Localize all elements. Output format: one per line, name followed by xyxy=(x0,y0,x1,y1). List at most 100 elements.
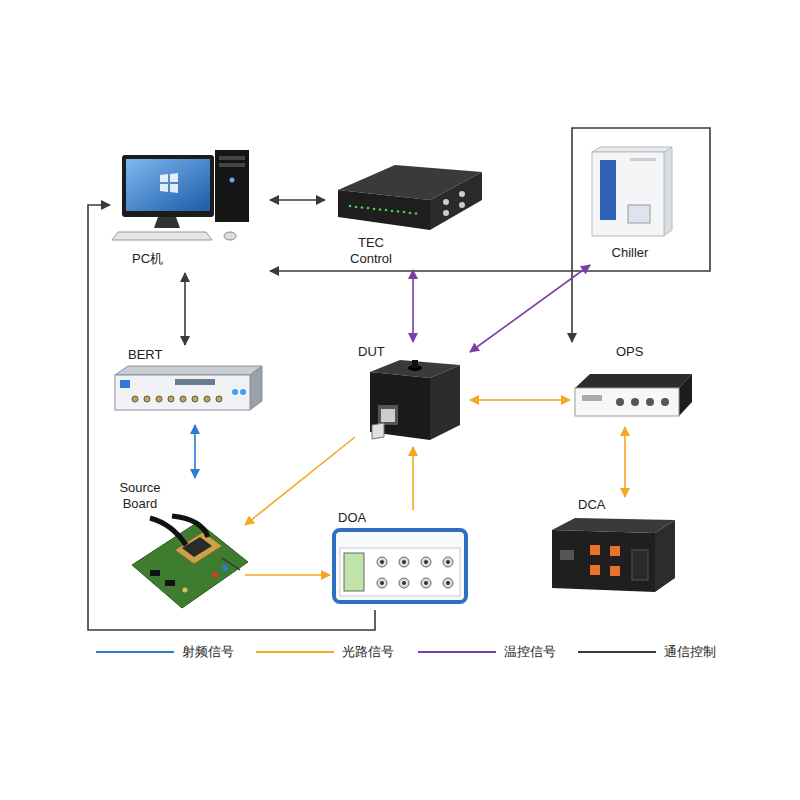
legend-swatch xyxy=(96,651,174,653)
bert-illustration-part-part xyxy=(204,396,210,402)
legend-text: 射频信号 xyxy=(182,644,234,660)
dca-illustration xyxy=(552,518,675,592)
bert-illustration-part-part xyxy=(216,396,222,402)
doa-illustration-part-part xyxy=(421,578,431,588)
device-node: DOA xyxy=(330,510,475,610)
pc-illustration xyxy=(112,150,249,240)
dca-illustration-part xyxy=(590,545,600,555)
doa-illustration-part-part xyxy=(443,557,453,567)
signal-connector xyxy=(412,447,414,510)
doa-illustration-part-part xyxy=(377,557,387,567)
signal-connector xyxy=(470,265,590,352)
device-node: OPS xyxy=(570,342,692,427)
pc-illustration-part xyxy=(219,156,245,160)
source-board-illustration-part xyxy=(182,537,212,557)
tec-illustration-part-part xyxy=(403,211,406,214)
signal-connector xyxy=(412,270,414,342)
signal-connector xyxy=(470,399,570,401)
bert-illustration-part xyxy=(240,389,246,395)
label-wrap: OPS xyxy=(616,344,643,360)
legend-swatch xyxy=(256,651,334,653)
doa-illustration-part-part xyxy=(446,581,450,585)
doa-illustration-part xyxy=(377,557,453,588)
chiller-illustration-part xyxy=(592,152,664,236)
tec-illustration-part xyxy=(349,205,418,215)
signal-connector xyxy=(194,425,196,478)
device-node: PC机 xyxy=(110,148,270,273)
legend-swatch xyxy=(578,651,656,653)
pc-illustration-part xyxy=(230,178,235,183)
legend-text: 温控信号 xyxy=(504,644,556,660)
bert-illustration-part-part xyxy=(132,396,138,402)
ops-illustration-part xyxy=(575,374,692,388)
source-board-illustration-part xyxy=(222,565,228,571)
doa-illustration-part-part xyxy=(380,581,384,585)
dca-illustration-part xyxy=(632,550,648,580)
source-board-illustration-part xyxy=(150,518,186,545)
doa-illustration-part-part xyxy=(446,560,450,564)
ops-illustration-part xyxy=(575,388,679,416)
label-wrap: Source Board xyxy=(110,480,170,512)
label-wrap: Chiller xyxy=(580,245,680,261)
device-node: DCA xyxy=(545,497,680,597)
tec-illustration-part xyxy=(459,191,465,197)
source-board-illustration-part xyxy=(150,570,160,576)
bert-illustration-part xyxy=(120,380,130,388)
doa-illustration-part-part xyxy=(443,578,453,588)
device-node: TEC Control xyxy=(325,160,490,270)
doa-illustration-part-part xyxy=(402,560,406,564)
label-wrap: TEC Control xyxy=(343,235,399,267)
source-board-illustration-part xyxy=(165,580,175,586)
doa-illustration-part-part xyxy=(421,557,431,567)
ops-illustration-part xyxy=(582,395,602,401)
signal-connector xyxy=(270,199,325,201)
label-wrap: DOA xyxy=(338,510,366,526)
pc-illustration-part xyxy=(126,159,210,211)
source-board-illustration-part xyxy=(172,516,208,537)
ops-illustration-part xyxy=(616,398,624,406)
legend-item: 通信控制 xyxy=(578,644,716,660)
signal-connector xyxy=(88,205,375,630)
doa-illustration-part xyxy=(380,560,450,585)
legend-item: 温控信号 xyxy=(418,644,556,660)
tec-illustration-part xyxy=(443,199,449,205)
chiller-illustration-part xyxy=(592,147,672,152)
bert-illustration-part xyxy=(115,375,250,410)
tec-illustration-part-part xyxy=(373,208,376,211)
bert-illustration-part xyxy=(132,396,222,402)
doa-illustration-part-part xyxy=(380,560,384,564)
device-label: OPS xyxy=(616,344,643,360)
tec-illustration-part-part xyxy=(397,210,400,213)
bert-illustration-part-part xyxy=(192,396,198,402)
chiller-illustration-part xyxy=(630,158,656,161)
device-label: Chiller xyxy=(580,245,680,261)
bert-illustration-part-part xyxy=(180,396,186,402)
bert-illustration-part-part xyxy=(144,396,150,402)
ops-illustration-part xyxy=(631,398,639,406)
tec-illustration-part-part xyxy=(415,212,418,215)
dut-illustration xyxy=(370,360,460,440)
source-board-illustration-part xyxy=(132,522,248,608)
signal-connector xyxy=(184,273,186,345)
pc-illustration-part xyxy=(160,173,178,193)
dut-illustration-part xyxy=(412,360,418,368)
device-node: BERT xyxy=(110,345,265,425)
dut-illustration-part xyxy=(378,405,398,425)
signal-connector xyxy=(270,128,710,342)
tec-illustration-part-part xyxy=(391,210,394,213)
dut-illustration-part xyxy=(381,409,395,422)
ops-illustration-part xyxy=(661,398,669,406)
pc-illustration-part xyxy=(215,150,249,222)
tec-illustration-part-part xyxy=(409,212,412,215)
doa-illustration-part-part xyxy=(424,581,428,585)
pc-illustration-part xyxy=(224,232,236,240)
chiller-illustration-part xyxy=(600,160,616,220)
signal-connector xyxy=(624,427,626,497)
doa-illustration-part-part xyxy=(402,581,406,585)
device-node: DUT xyxy=(355,342,470,447)
tec-illustration-part-part xyxy=(367,207,370,210)
device-label: DOA xyxy=(338,510,366,526)
ops-illustration xyxy=(575,374,692,416)
